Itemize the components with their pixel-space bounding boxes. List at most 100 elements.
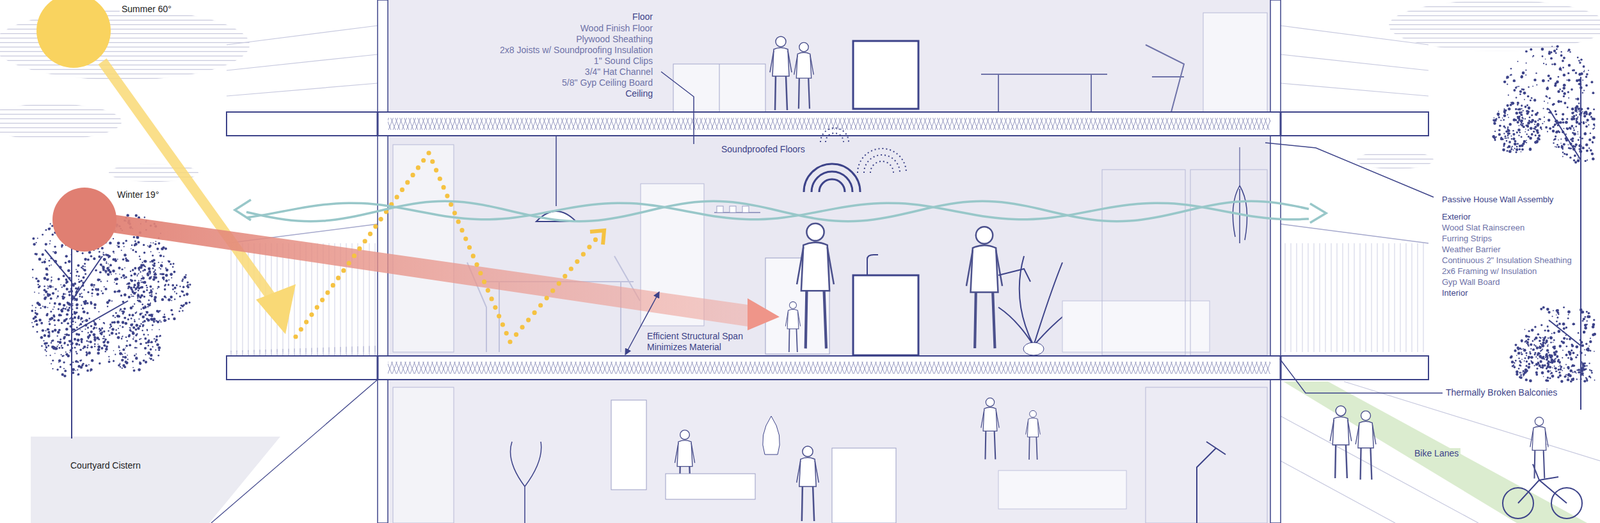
leaf-dot: [1514, 108, 1517, 111]
leaf-dot: [73, 316, 77, 319]
leaf-dot: [71, 339, 73, 341]
leaf-dot: [159, 334, 162, 337]
leaf-dot: [139, 342, 143, 345]
leaf-dot: [1530, 348, 1532, 350]
leaf-dot: [133, 303, 136, 305]
leaf-dot: [119, 362, 121, 365]
leaf-dot: [183, 294, 185, 297]
leaf-dot: [148, 268, 150, 271]
leaf-dot: [1592, 136, 1596, 140]
leaf-dot: [51, 330, 54, 332]
leaf-dot: [145, 341, 148, 344]
leaf-dot: [35, 277, 38, 281]
leaf-dot: [133, 236, 136, 239]
leaf-dot: [128, 343, 132, 347]
leaf-dot: [1557, 145, 1561, 149]
leaf-dot: [1547, 337, 1549, 339]
leaf-dot: [149, 357, 153, 361]
leaf-dot: [80, 266, 83, 269]
leaf-dot: [185, 292, 189, 296]
leaf-dot: [1585, 75, 1588, 79]
leaf-dot: [126, 339, 128, 342]
leaf-dot: [143, 295, 146, 298]
leaf-dot: [64, 261, 67, 264]
leaf-dot: [1529, 352, 1532, 355]
leaf-dot: [111, 321, 114, 324]
leaf-dot: [123, 253, 127, 257]
leaf-dot: [103, 337, 105, 340]
leaf-dot: [144, 346, 147, 350]
leaf-dot: [1536, 367, 1538, 370]
leaf-dot: [1538, 118, 1541, 121]
leaf-dot: [1587, 69, 1590, 72]
leaf-dot: [136, 333, 138, 335]
leaf-dot: [136, 273, 139, 276]
leaf-dot: [135, 353, 137, 355]
leaf-dot: [135, 328, 138, 331]
leaf-dot: [94, 288, 98, 291]
leaf-dot: [1519, 371, 1522, 374]
leaf-dot: [1521, 115, 1524, 117]
leaf-dot: [186, 285, 189, 288]
leaf-dot: [158, 266, 160, 269]
leaf-dot: [149, 353, 153, 358]
leaf-dot: [101, 292, 104, 295]
leaf-dot: [47, 285, 49, 287]
leaf-dot: [1569, 51, 1571, 53]
leaf-dot: [1515, 111, 1519, 115]
leaf-dot: [58, 340, 63, 344]
leaf-dot: [1512, 88, 1516, 92]
leaf-dot: [1541, 371, 1545, 375]
leaf-dot: [1549, 336, 1553, 340]
leaf-dot: [1575, 120, 1579, 125]
leaf-dot: [122, 300, 125, 304]
leaf-dot: [183, 275, 187, 280]
leaf-dot: [1511, 101, 1515, 105]
leaf-dot: [1575, 344, 1579, 349]
leaf-dot: [151, 254, 154, 257]
leaf-dot: [40, 344, 43, 347]
leaf-dot: [1531, 119, 1535, 123]
leaf-dot: [65, 351, 67, 353]
leaf-dot: [1524, 357, 1527, 360]
leaf-dot: [167, 283, 170, 286]
leaf-dot: [181, 290, 184, 293]
leaf-dot: [1559, 88, 1561, 91]
leaf-dot: [156, 247, 159, 251]
leaf-dot: [45, 350, 47, 352]
leaf-dot: [1589, 376, 1592, 379]
leaf-dot: [142, 290, 146, 294]
leaf-dot: [149, 294, 152, 297]
leaf-dot: [1585, 119, 1589, 122]
leaf-dot: [57, 318, 61, 322]
leaf-dot: [143, 268, 146, 272]
leaf-dot: [42, 339, 45, 342]
leaf-dot: [1509, 74, 1512, 77]
leaf-dot: [126, 213, 130, 217]
leaf-dot: [1534, 353, 1536, 356]
leaf-dot: [125, 240, 128, 242]
leaf-dot: [1493, 121, 1496, 125]
leaf-dot: [153, 262, 156, 265]
leaf-dot: [74, 360, 77, 363]
leaf-dot: [104, 339, 107, 342]
leaf-dot: [103, 251, 105, 253]
leaf-dot: [1562, 73, 1566, 77]
leaf-dot: [71, 313, 74, 316]
leaf-dot: [138, 299, 141, 303]
leaf-dot: [1568, 48, 1571, 52]
leaf-dot: [1527, 344, 1530, 347]
leaf-dot: [182, 286, 185, 289]
leaf-dot: [1566, 117, 1568, 120]
leaf-dot: [78, 295, 81, 298]
leaf-dot: [103, 321, 105, 324]
leaf-dot: [121, 325, 124, 328]
leaf-dot: [1496, 112, 1501, 116]
leaf-dot: [49, 354, 52, 356]
leaf-dot: [108, 334, 111, 336]
leaf-dot: [53, 318, 56, 322]
leaf-dot: [1520, 74, 1524, 78]
leaf-dot: [1564, 101, 1567, 105]
leaf-dot: [1522, 348, 1524, 350]
leaf-dot: [90, 283, 94, 287]
